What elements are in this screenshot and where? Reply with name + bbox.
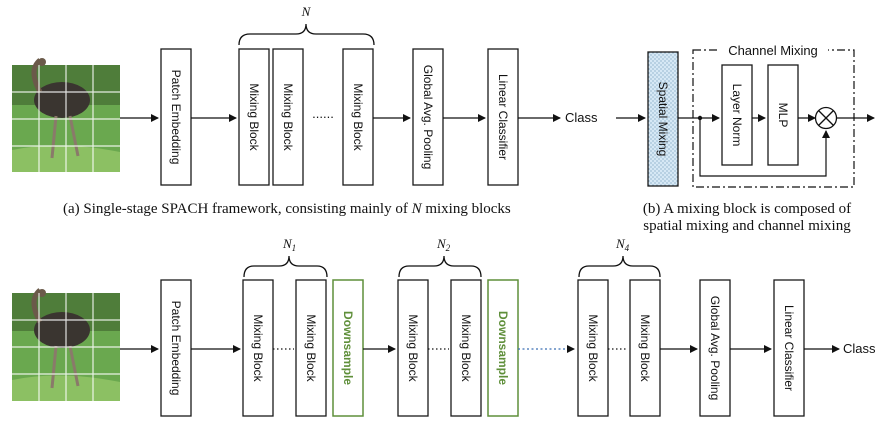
stage4-mixing-block-1: Mixing Block [577, 279, 609, 417]
stage4-brace [578, 255, 661, 278]
top-input-image [12, 58, 120, 172]
top-mixing-block-label: Mixing Block [351, 83, 365, 151]
top-patch-embedding-block: Patch Embedding [160, 48, 192, 186]
spatial-mixing-block: Spatial Mixing [647, 51, 679, 187]
top-output-class: Class [565, 110, 598, 125]
mlp-label: MLP [776, 103, 790, 128]
stage4-n-label: N4 [615, 236, 630, 253]
stage1-mixing-block-2: Mixing Block [295, 279, 327, 417]
layer-norm-label: Layer Norm [730, 84, 744, 147]
stage2-mixing-block-2: Mixing Block [450, 279, 482, 417]
channel-mixing-label: Channel Mixing [728, 43, 818, 58]
ostrich-body [34, 312, 90, 348]
bottom-global-pooling-label: Global Avg. Pooling [708, 296, 722, 401]
stage2-mixing-block-1: Mixing Block [397, 279, 429, 417]
top-patch-embedding-label: Patch Embedding [169, 70, 183, 165]
downsample-label: Downsample [341, 311, 355, 385]
bottom-output-class: Class [843, 341, 876, 356]
bottom-patch-embedding-block: Patch Embedding [160, 279, 192, 417]
top-mixing-block-1: Mixing Block [238, 48, 270, 186]
layer-norm-block: Layer Norm [721, 64, 753, 166]
caption-a: (a) Single-stage SPACH framework, consis… [63, 201, 511, 217]
stage1-mixing-block-1: Mixing Block [242, 279, 274, 417]
downsample-label: Downsample [496, 311, 510, 385]
top-mixing-block-2: Mixing Block [272, 48, 304, 186]
top-n-brace [238, 23, 375, 46]
spatial-mixing-label: Spatial Mixing [656, 82, 670, 157]
mixing-block-label: Mixing Block [304, 314, 318, 382]
mixing-block-label: Mixing Block [586, 314, 600, 382]
stage2-downsample-block: Downsample [487, 279, 519, 417]
top-global-pooling-label: Global Avg. Pooling [421, 65, 435, 170]
residual-path [699, 118, 830, 177]
top-n-label: N [301, 4, 312, 19]
bottom-global-pooling-block: Global Avg. Pooling [699, 279, 731, 417]
stage1-brace [243, 255, 328, 278]
bottom-linear-classifier-block: Linear Classifier [773, 279, 805, 417]
stage1-downsample-block: Downsample [332, 279, 364, 417]
top-linear-classifier-label: Linear Classifier [496, 74, 510, 160]
top-global-pooling-block: Global Avg. Pooling [412, 48, 444, 186]
mlp-block: MLP [767, 64, 799, 166]
top-ellipsis: ...... [312, 106, 334, 121]
stage2-n-label: N2 [436, 236, 451, 253]
caption-b-line1: (b) A mixing block is composed of [643, 201, 851, 217]
top-mixing-block-label: Mixing Block [247, 83, 261, 151]
ostrich-body [34, 82, 90, 118]
bottom-input-image [12, 288, 120, 401]
stage1-n-label: N1 [282, 236, 296, 253]
top-mixing-block-label: Mixing Block [281, 83, 295, 151]
mixing-block-label: Mixing Block [406, 314, 420, 382]
elementwise-operator-icon [814, 106, 838, 130]
bottom-patch-embedding-label: Patch Embedding [169, 301, 183, 396]
caption-b-line2: spatial mixing and channel mixing [643, 218, 851, 234]
mixing-block-label: Mixing Block [459, 314, 473, 382]
mixing-block-label: Mixing Block [251, 314, 265, 382]
mixing-block-label: Mixing Block [638, 314, 652, 382]
bottom-linear-classifier-label: Linear Classifier [782, 305, 796, 391]
top-mixing-block-3: Mixing Block [342, 48, 374, 186]
stage2-brace [398, 255, 482, 278]
stage4-mixing-block-2: Mixing Block [629, 279, 661, 417]
top-linear-classifier-block: Linear Classifier [487, 48, 519, 186]
channel-mixing-label-bg [718, 42, 828, 58]
